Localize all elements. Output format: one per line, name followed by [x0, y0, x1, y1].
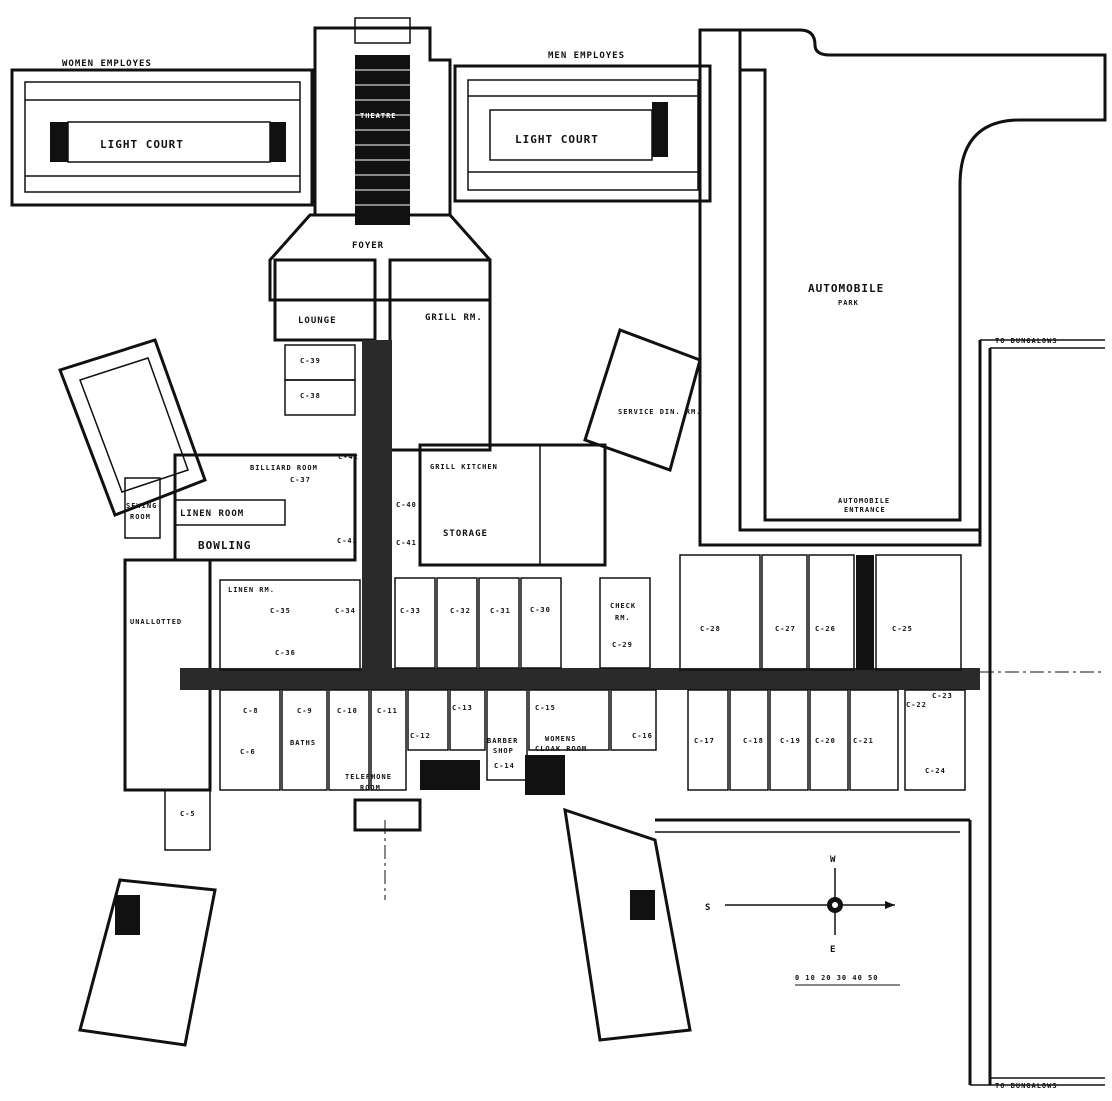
room-c17-label: C-17 [694, 737, 715, 745]
south-east-bedroom-wing [563, 807, 692, 1042]
womens-cloak-label-1: WOMENS [545, 735, 576, 743]
barber-shop-label-2: SHOP [493, 747, 514, 755]
room-c15-label: C-15 [535, 704, 556, 712]
automobile-park [698, 28, 1107, 1086]
room-c37-label: C-37 [290, 476, 311, 484]
room-c10-label: C-10 [337, 707, 358, 715]
room-c28-label: C-28 [700, 625, 721, 633]
south-row-rooms [219, 689, 966, 795]
lounge-label: LOUNGE [298, 316, 337, 326]
room-c39-label: C-39 [300, 357, 321, 365]
light-court-right-label: LIGHT COURT [515, 133, 599, 146]
womens-cloak-label-2: CLOAK ROOM [535, 745, 587, 753]
grill-room-label: GRILL RM. [425, 313, 483, 323]
north-west-bedroom-wing [58, 338, 207, 517]
room-c32-label: C-32 [450, 607, 471, 615]
unallotted-label: UNALLOTTED [130, 618, 182, 626]
room-c35-label: C-35 [270, 607, 291, 615]
room-c8-label: C-8 [243, 707, 259, 715]
lounge-room [273, 258, 377, 342]
room-c20-label: C-20 [815, 737, 836, 745]
telephone-room-label-1: TELEPHONE [345, 773, 392, 781]
grill-room [388, 258, 492, 452]
sewing-room-label-1: SEWING [126, 502, 157, 510]
room-c11-label: C-11 [377, 707, 398, 715]
room-c22-label: C-22 [906, 701, 927, 709]
compass-e-label: E [830, 945, 836, 955]
room-c26-label: C-26 [815, 625, 836, 633]
linen-rm-label: LINEN RM. [228, 586, 275, 594]
room-c19-label: C-19 [780, 737, 801, 745]
service-dining-label: SERVICE DIN. RM. [618, 408, 701, 416]
bowling-label: BOWLING [198, 539, 251, 552]
room-c29-label: C-29 [612, 641, 633, 649]
central-corridor [362, 340, 392, 690]
room-c27-label: C-27 [775, 625, 796, 633]
room-c18-label: C-18 [743, 737, 764, 745]
room-c25-label: C-25 [892, 625, 913, 633]
automobile-label: AUTOMOBILE [808, 282, 884, 295]
room-c12-label: C-12 [410, 732, 431, 740]
room-c42-label: C-42 [338, 453, 359, 461]
baths-label: BATHS [290, 739, 316, 747]
billiard-room-label: BILLIARD ROOM [250, 464, 318, 472]
room-c40-label: C-40 [396, 501, 417, 509]
north-row-rooms [219, 554, 962, 671]
room-c43-label: C-43 [337, 537, 358, 545]
barber-shop-label-1: BARBER [487, 737, 518, 745]
compass-s-label: S [705, 903, 711, 913]
foyer-label: FOYER [352, 241, 384, 251]
room-c34-label: C-34 [335, 607, 356, 615]
grill-kitchen [418, 443, 607, 567]
park-label: PARK [838, 299, 859, 307]
room-c6-label: C-6 [240, 748, 256, 756]
room-c41-label: C-41 [396, 539, 417, 547]
compass [725, 868, 895, 935]
light-court-left-label: LIGHT COURT [100, 138, 184, 151]
room-c33-label: C-33 [400, 607, 421, 615]
room-c30-label: C-30 [530, 606, 551, 614]
telephone-room-label-2: ROOM [360, 784, 381, 792]
room-c36-label: C-36 [275, 649, 296, 657]
men-employes-label: MEN EMPLOYES [548, 51, 625, 61]
women-employes-wing [10, 68, 314, 207]
grill-kitchen-label: GRILL KITCHEN [430, 463, 498, 471]
automobile-entrance-label-1: AUTOMOBILE [838, 497, 890, 505]
room-c38-label: C-38 [300, 392, 321, 400]
south-west-bedroom-wing [78, 878, 217, 1047]
to-bungalows-bottom-label: TO BUNGALOWS [995, 1082, 1058, 1090]
room-c31-label: C-31 [490, 607, 511, 615]
men-employes-wing [453, 64, 712, 203]
room-c5-label: C-5 [180, 810, 196, 818]
room-c13-label: C-13 [452, 704, 473, 712]
room-c14-label: C-14 [494, 762, 515, 770]
room-c9-label: C-9 [297, 707, 313, 715]
room-c21-label: C-21 [853, 737, 874, 745]
telephone-bay [353, 798, 422, 832]
compass-w-label: W [830, 855, 836, 865]
women-employes-label: WOMEN EMPLOYES [62, 59, 152, 69]
linen-room-label: LINEN ROOM [180, 509, 244, 519]
automobile-entrance-label-2: ENTRANCE [844, 506, 886, 514]
check-room-label-2: RM. [615, 614, 631, 622]
storage-label: STORAGE [443, 529, 488, 539]
sewing-room-label-2: ROOM [130, 513, 151, 521]
main-corridor [180, 668, 980, 690]
foyer [268, 213, 492, 302]
to-bungalows-top-label: TO BUNGALOWS [995, 337, 1058, 345]
room-c24-label: C-24 [925, 767, 946, 775]
room-c16-label: C-16 [632, 732, 653, 740]
scale-label: 0 10 20 30 40 50 [795, 974, 878, 982]
room-c23-label: C-23 [932, 692, 953, 700]
theatre-label: THEATRE [360, 112, 397, 120]
check-room-label-1: CHECK [610, 602, 636, 610]
theatre [313, 17, 452, 225]
service-dining-room [583, 328, 702, 472]
